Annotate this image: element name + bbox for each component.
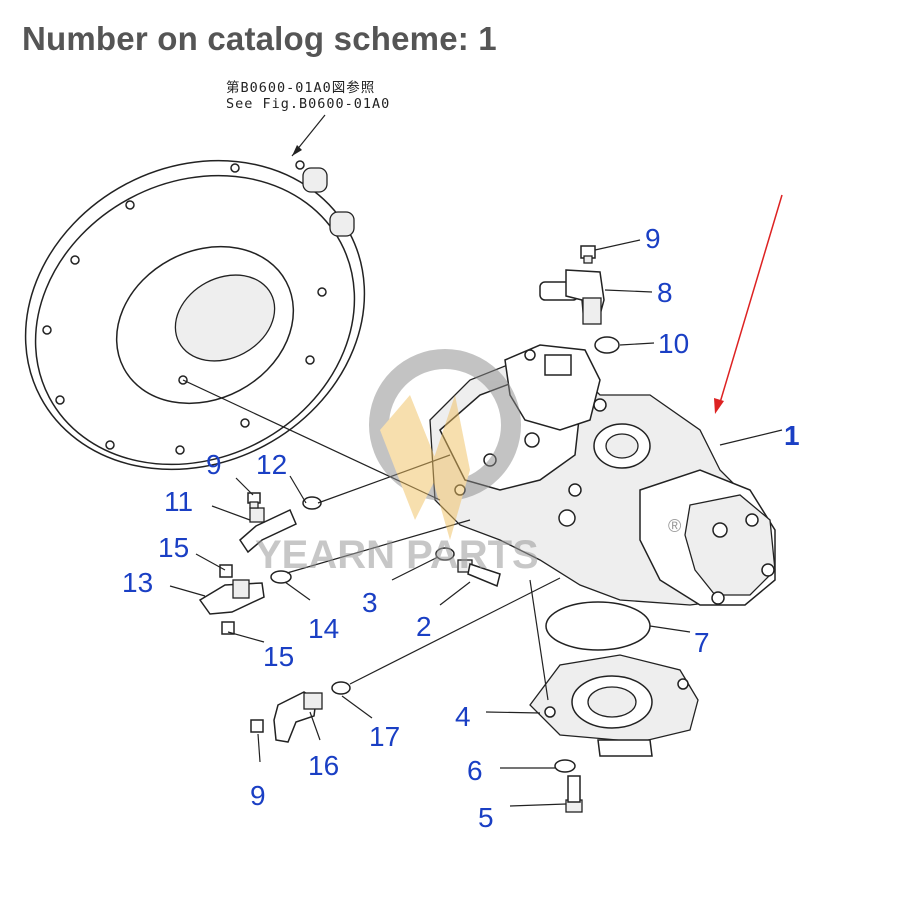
callout-6: 6 (467, 755, 483, 786)
page-title: Number on catalog scheme: 1 (22, 20, 497, 57)
part-16-elbow (273, 691, 323, 743)
callout-1: 1 (784, 420, 800, 451)
callout-9-left: 9 (206, 449, 222, 480)
part-3-washer (435, 547, 455, 561)
callout-2: 2 (416, 611, 432, 642)
callout-4: 4 (455, 701, 471, 732)
part-9-plug-bottom (250, 719, 264, 733)
callout-11: 11 (164, 486, 193, 517)
part-12-oring (302, 496, 322, 510)
part-9-plug-left (247, 492, 261, 509)
callout-7: 7 (694, 627, 710, 658)
reference-text-jp: 第B0600-01A0図参照 (226, 79, 375, 96)
part-5-bolt (565, 775, 583, 813)
callout-14: 14 (308, 613, 339, 644)
reference-arrowhead (292, 145, 302, 156)
part-7-oring (545, 601, 651, 651)
leader-lines (169, 239, 783, 807)
callout-12: 12 (256, 449, 287, 480)
callout-5: 5 (478, 802, 494, 833)
part-8-fitting (539, 269, 605, 325)
callout-17: 17 (369, 721, 400, 752)
part-4-cover (529, 654, 699, 757)
callout-16: 16 (308, 750, 339, 781)
part-10-oring (594, 336, 620, 354)
red-arrowhead (714, 398, 724, 414)
watermark-registered: ® (668, 516, 681, 536)
callout-15-upper: 15 (158, 532, 189, 563)
red-pointer-arrow (718, 194, 783, 407)
callout-9-bottom: 9 (250, 780, 266, 811)
watermark-brand: YEARN PARTS (255, 533, 539, 577)
part-13-fitting (198, 579, 265, 615)
flange-plate (24, 159, 366, 471)
callout-9-top: 9 (645, 223, 661, 254)
part-17-oring (331, 681, 351, 695)
callout-10: 10 (658, 328, 689, 359)
callout-3: 3 (362, 587, 378, 618)
callout-13: 13 (122, 567, 153, 598)
callout-15-lower: 15 (263, 641, 294, 672)
watermark-logo (369, 349, 521, 540)
part-11-fitting (239, 507, 297, 554)
callout-8: 8 (657, 277, 673, 308)
reference-text-en: See Fig.B0600-01A0 (226, 96, 390, 112)
part-15-plug-upper (219, 564, 233, 578)
part-14-oring (270, 570, 292, 584)
part-6-washer (554, 759, 576, 773)
part-9-plug-top (580, 245, 596, 264)
part-15-plug-lower (221, 621, 235, 635)
part-2-bolt (457, 559, 501, 588)
